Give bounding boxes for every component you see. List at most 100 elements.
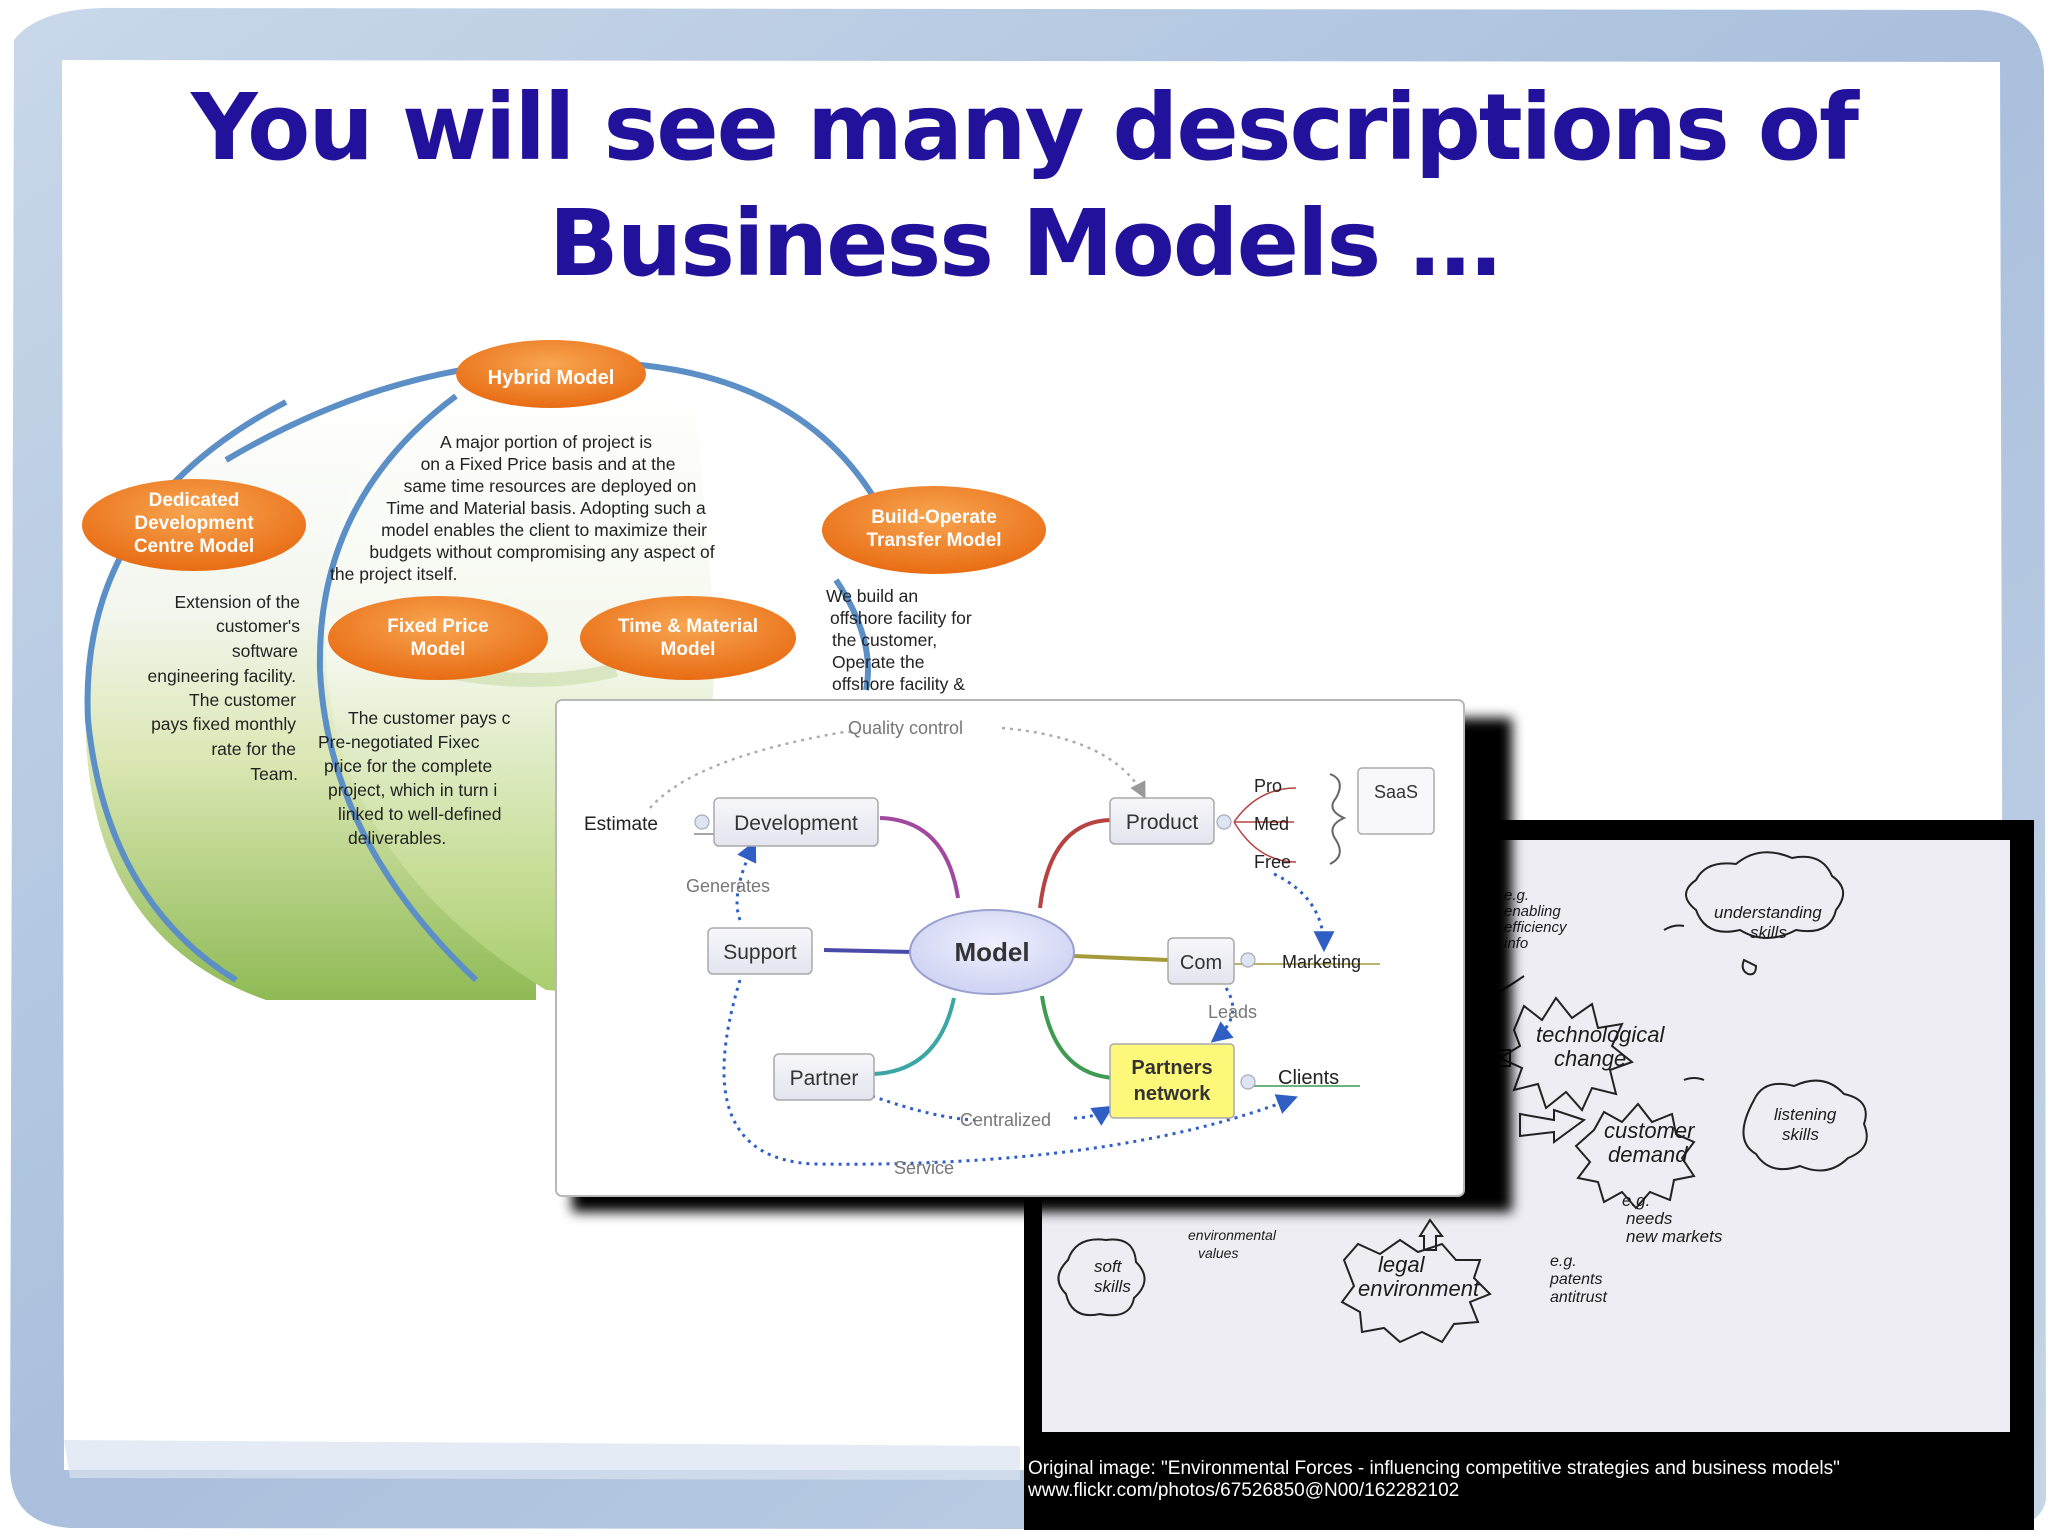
svg-text:Time and Material basis. Adopt: Time and Material basis. Adopting such a (386, 498, 706, 518)
svg-text:Development: Development (734, 812, 858, 835)
svg-text:software: software (232, 641, 298, 661)
ddc-model-label: Dedicated Development Centre Model (134, 490, 255, 557)
svg-text:Model: Model (661, 639, 716, 660)
listening-skills-bubble (1742, 1079, 1868, 1172)
svg-text:demand: demand (1608, 1142, 1688, 1167)
svg-text:model enables the client to ma: model enables the client to maximize the… (381, 520, 707, 540)
svg-text:skills: skills (1094, 1277, 1131, 1296)
svg-text:on a Fixed Price basis and at: on a Fixed Price basis and at the (421, 454, 676, 474)
slide-title-line2: Business Models … (548, 190, 1502, 297)
sketch-caption-line1: Original image: "Environmental Forces - … (1028, 1458, 1840, 1479)
svg-text:pays fixed monthly: pays fixed monthly (151, 714, 296, 734)
saas-node (1357, 767, 1435, 835)
svg-text:patents: patents (1549, 1271, 1602, 1288)
partners-network-node: Partners network (1109, 1043, 1235, 1119)
sketch-caption-line2: www.flickr.com/photos/67526850@N00/16228… (1027, 1480, 1459, 1501)
com-node: Com (1167, 937, 1235, 985)
marketing-label: Marketing (1282, 952, 1361, 972)
svg-text:The customer pays c: The customer pays c (348, 708, 511, 728)
hybrid-model-description: A major portion of project is on a Fixed… (330, 432, 715, 584)
svg-text:needs: needs (1626, 1209, 1673, 1228)
venn-outer-arc (224, 357, 899, 542)
slide-title-line1: You will see many descriptions of (190, 74, 1859, 181)
fixed-price-bubble (328, 596, 548, 680)
svg-text:Centre Model: Centre Model (134, 536, 254, 557)
svg-text:Operate the: Operate the (832, 652, 924, 672)
svg-text:e.g.: e.g. (1550, 1253, 1577, 1270)
svg-text:Product: Product (1126, 811, 1199, 834)
product-node: Product (1109, 797, 1215, 845)
svg-text:offshore facility &: offshore facility & (832, 674, 965, 694)
svg-text:project, which in turn i: project, which in turn i (328, 780, 497, 800)
development-collapse-icon[interactable] (694, 814, 710, 830)
hybrid-model-label: Hybrid Model (488, 367, 615, 389)
generates-label: Generates (686, 876, 770, 896)
svg-text:Com: Com (1180, 952, 1222, 974)
svg-text:A major portion of project is: A major portion of project is (440, 432, 652, 452)
svg-text:antitrust: antitrust (1550, 1289, 1607, 1306)
svg-text:Model: Model (411, 639, 466, 660)
customer-demand-cloud (1574, 1102, 1696, 1210)
svg-text:legal: legal (1378, 1252, 1426, 1277)
venn-diagram: Hybrid Model A major portion of project … (82, 340, 1046, 1000)
svg-text:We build an: We build an (826, 586, 918, 606)
technological-change-cloud (1497, 996, 1635, 1112)
saas-label: SaaS (1374, 782, 1418, 802)
svg-text:The customer: The customer (189, 690, 296, 710)
clients-label: Clients (1278, 1067, 1339, 1089)
svg-text:rate for the: rate for the (211, 739, 296, 759)
svg-text:Support: Support (723, 941, 797, 964)
svg-text:technological: technological (1536, 1022, 1666, 1047)
mindmap-relations (649, 726, 1335, 1166)
ddc-model-bubble (82, 479, 306, 571)
svg-text:engineering facility.: engineering facility. (147, 666, 296, 686)
time-material-bubble (580, 596, 796, 680)
svg-text:deliverables.: deliverables. (348, 828, 446, 848)
svg-text:Pre-negotiated Fixec: Pre-negotiated Fixec (318, 732, 480, 752)
svg-text:efficiency: efficiency (1504, 919, 1568, 936)
bot-model-label: Build-Operate Transfer Model (866, 507, 1001, 551)
time-material-label: Time & Material Model (618, 616, 758, 660)
svg-text:environment: environment (1358, 1276, 1480, 1301)
svg-text:listening: listening (1774, 1105, 1837, 1124)
svg-text:the project itself.: the project itself. (330, 564, 457, 584)
estimate-label: Estimate (584, 814, 658, 835)
ddc-model-description: Extension of the customer's software eng… (147, 592, 300, 784)
legal-environment-cloud (1340, 1238, 1492, 1344)
svg-text:change: change (1554, 1046, 1626, 1071)
model-center-label: Model (954, 937, 1029, 967)
svg-text:enabling: enabling (1504, 903, 1561, 920)
fixed-price-label: Fixed Price Model (387, 616, 488, 660)
svg-text:understanding: understanding (1714, 903, 1822, 922)
development-node: Development (713, 797, 879, 847)
svg-text:values: values (1198, 1245, 1238, 1261)
svg-text:customer's: customer's (216, 616, 300, 636)
model-center-node (909, 909, 1075, 995)
svg-text:Dedicated: Dedicated (149, 490, 240, 511)
svg-text:Team.: Team. (250, 764, 298, 784)
partner-node: Partner (773, 1053, 875, 1101)
mindmap-diagram: Model Development Estimate Support Gener… (555, 699, 1465, 1197)
svg-text:linked to well-defined: linked to well-defined (338, 804, 501, 824)
svg-text:Time & Material: Time & Material (618, 616, 758, 637)
quality-control-label: Quality control (848, 718, 963, 738)
centralized-label: Centralized (960, 1110, 1051, 1130)
pro-label: Pro (1254, 776, 1282, 796)
hybrid-model-bubble (456, 340, 646, 408)
partners-network-collapse-icon[interactable] (1240, 1074, 1256, 1090)
svg-text:Transfer Model: Transfer Model (866, 530, 1001, 551)
understanding-skills-bubble (1685, 851, 1844, 939)
svg-text:Extension of the: Extension of the (175, 592, 301, 612)
svg-text:environmental: environmental (1188, 1227, 1277, 1243)
svg-text:network: network (1134, 1083, 1212, 1105)
legal-environment-arrow (1418, 1218, 1444, 1251)
svg-text:budgets without compromising a: budgets without compromising any aspect … (369, 542, 714, 562)
svg-text:customer: customer (1604, 1118, 1696, 1143)
free-label: Free (1254, 852, 1291, 872)
sketch-drawings (1057, 851, 1868, 1344)
product-collapse-icon[interactable] (1216, 814, 1232, 830)
support-node: Support (707, 927, 813, 975)
svg-text:skills: skills (1782, 1125, 1819, 1144)
mindmap-branches (694, 787, 1380, 1087)
com-collapse-icon[interactable] (1240, 952, 1256, 968)
